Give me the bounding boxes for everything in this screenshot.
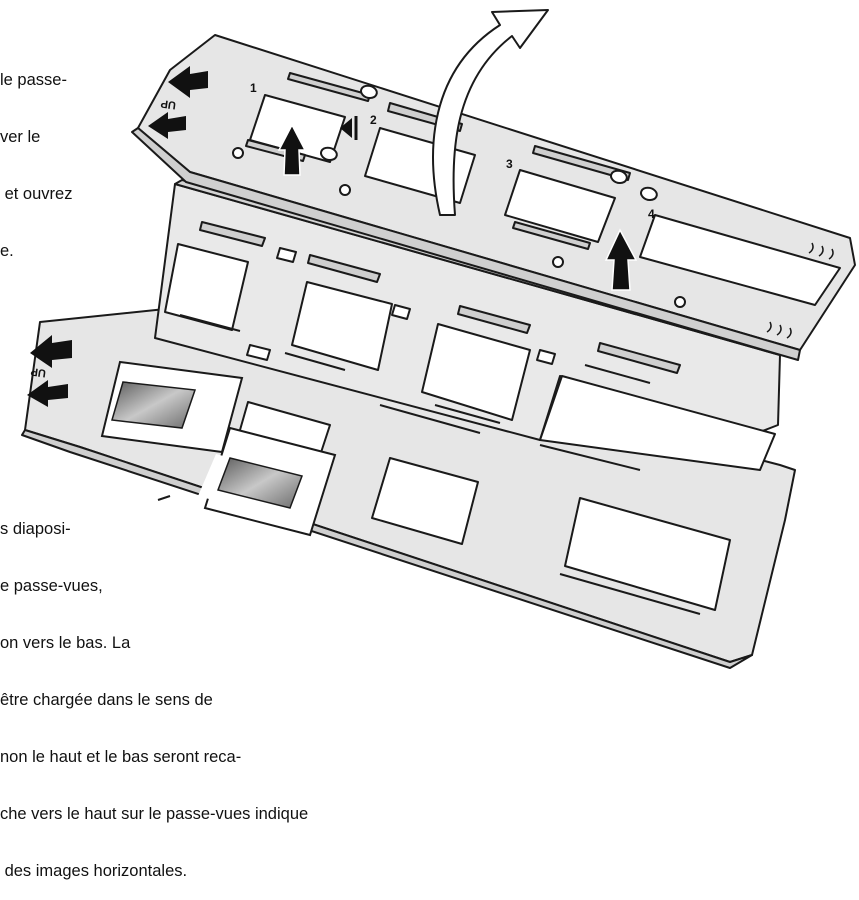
instruction-line: non le haut et le bas seront reca- [0,748,242,766]
curved-open-arrow-icon [432,9,549,216]
up-label-upper: UP [160,97,177,111]
instruction-text-top: le passe- ver le et ouvrez e. [0,33,72,280]
frame-number-4: 4 [648,207,655,221]
direction-arrow-icon [148,66,208,139]
lift-arrow-icon [277,123,307,176]
instruction-line: e. [0,242,14,260]
instruction-text-bottom: s diaposi- e passe-vues, on vers le bas.… [0,482,308,900]
alignment-mark-icon [340,116,358,140]
lift-arrow-icon [604,228,638,291]
frame-number-3: 3 [506,157,513,171]
slide-mount-1 [100,360,244,454]
up-label-lower: UP [30,365,47,379]
slide-mount-2 [157,426,337,537]
frame-number-2: 2 [370,113,377,127]
instruction-line: ver le [0,128,41,146]
instruction-line: s diaposi- [0,520,71,538]
instruction-line: être chargée dans le sens de [0,691,213,709]
holder-top-lid [131,34,856,361]
frame-number-1: 1 [250,81,257,95]
instruction-line: et ouvrez [0,185,73,203]
instruction-line: des images horizontales. [0,862,188,880]
slide-holder-diagram: UP [21,9,856,669]
instruction-line: on vers le bas. La [0,634,131,652]
instruction-line: che vers le haut sur le passe-vues indiq… [0,805,309,823]
instruction-line: e passe-vues, [0,577,103,595]
instruction-line: le passe- [0,71,67,89]
direction-arrow-icon [27,335,72,407]
